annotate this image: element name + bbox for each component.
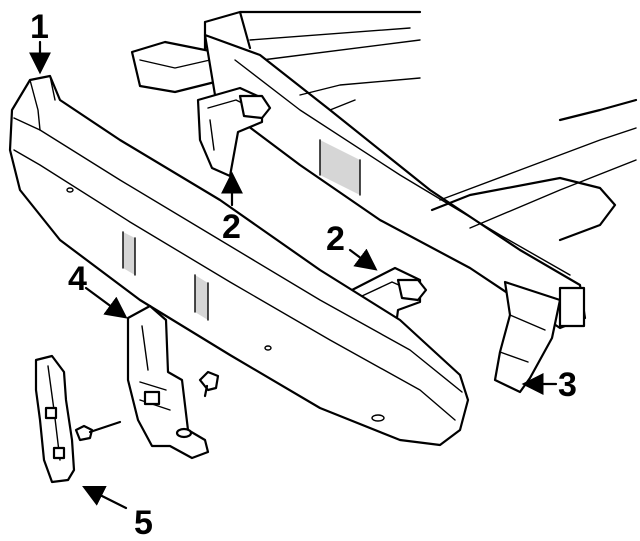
bumper-bracket-upper [196,86,272,178]
bolt [74,370,220,442]
callout-2-upper: 2 [222,208,241,246]
bumper-filler [126,304,210,460]
filler-end-strip [34,354,76,484]
bumper-face-bar [8,74,470,447]
leader-arrows [29,40,558,510]
callout-1: 1 [30,8,49,46]
callout-3: 3 [558,366,577,404]
callout-5: 5 [134,504,153,541]
frame-rail [130,10,638,394]
callout-2-lower: 2 [326,220,345,258]
callout-4: 4 [68,260,87,298]
